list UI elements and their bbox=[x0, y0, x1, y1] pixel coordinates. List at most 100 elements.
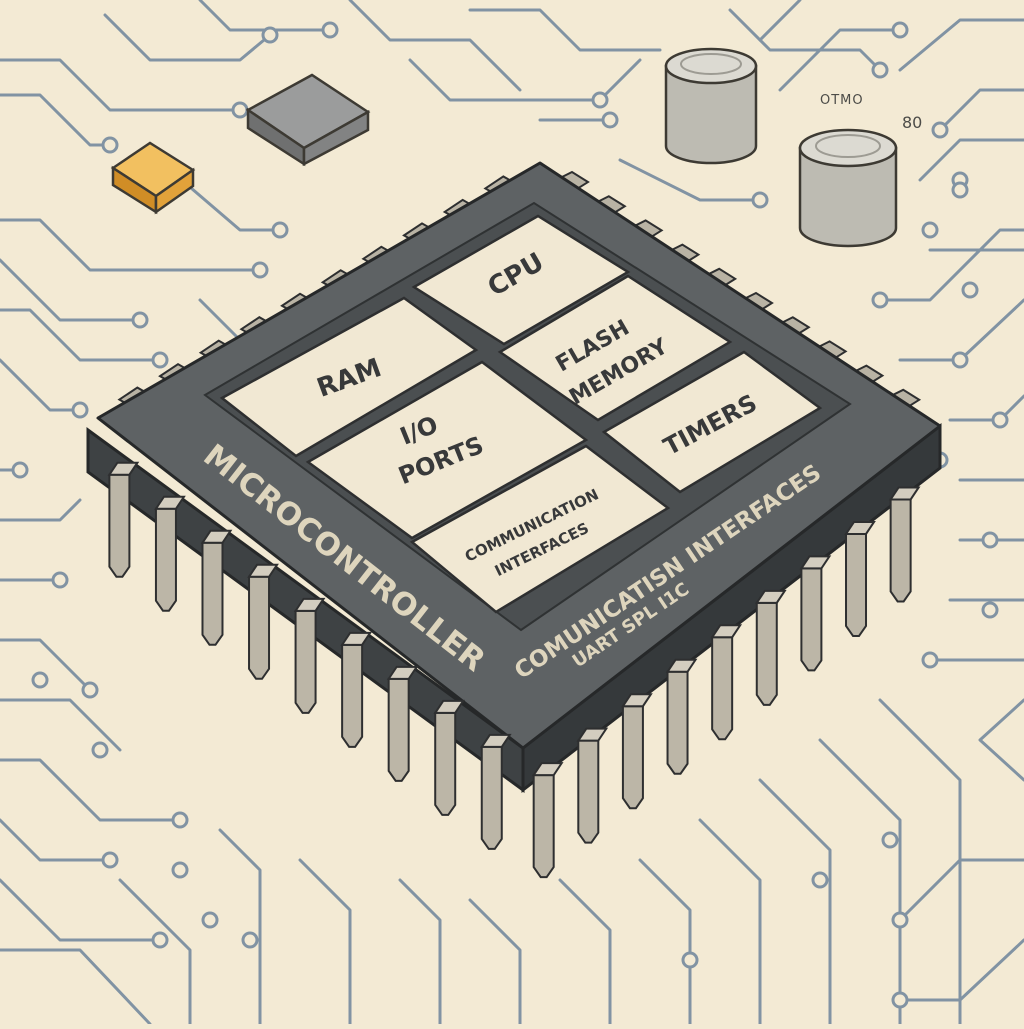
chip-pin bbox=[665, 658, 698, 775]
pcb-trace bbox=[758, 778, 832, 1026]
chip-pin-shoulder bbox=[386, 665, 419, 680]
chip-pin-leg bbox=[800, 567, 823, 672]
pcb-pad bbox=[951, 351, 969, 369]
pcb-trace bbox=[898, 858, 1024, 922]
pcb-pad bbox=[871, 61, 889, 79]
chip-pin bbox=[479, 733, 512, 850]
chip-pin-shoulder bbox=[293, 597, 326, 612]
chip-pin-leg bbox=[480, 745, 503, 850]
pcb-pad bbox=[241, 931, 259, 949]
chip-pin bbox=[621, 693, 653, 810]
pcb-trace bbox=[978, 698, 1024, 782]
pcb-trace bbox=[408, 58, 642, 102]
pcb-trace bbox=[0, 218, 262, 272]
chip-pin bbox=[340, 631, 372, 748]
chip-pin-shoulder bbox=[576, 727, 609, 742]
pcb-trace bbox=[938, 88, 1024, 132]
chip-pin bbox=[293, 597, 326, 714]
pcb-pad bbox=[51, 571, 69, 589]
pcb-pad bbox=[201, 911, 219, 929]
pcb-trace bbox=[898, 938, 1024, 1002]
chip-pin-shoulder bbox=[665, 658, 698, 673]
pcb-trace bbox=[778, 28, 902, 92]
pcb-trace bbox=[878, 698, 962, 1026]
pcb-pad bbox=[171, 861, 189, 879]
pcb-pads bbox=[11, 21, 1009, 1009]
block-io-ports: I/O PORTS bbox=[305, 360, 589, 540]
pcb-pad bbox=[891, 991, 909, 1009]
pcb-pad bbox=[891, 911, 909, 929]
pcb-trace bbox=[0, 758, 182, 822]
chip-pin-shoulder bbox=[888, 486, 921, 501]
pcb-trace bbox=[0, 638, 92, 692]
block-flash-memory: FLASH MEMORY bbox=[497, 274, 733, 422]
block-timers: TIMERS bbox=[601, 350, 823, 494]
pcb-trace bbox=[468, 898, 522, 1026]
chip-pin-shoulder bbox=[844, 520, 876, 535]
block-ram: RAM bbox=[219, 296, 479, 458]
pcb-trace bbox=[0, 258, 142, 322]
pcb-trace bbox=[728, 8, 882, 72]
pcb-trace bbox=[638, 858, 692, 1026]
chip-pin-leg bbox=[621, 705, 644, 810]
chip-pin bbox=[888, 486, 921, 603]
chip-pin bbox=[433, 699, 466, 816]
pcb-pad bbox=[91, 741, 109, 759]
chip-pin-shoulder bbox=[479, 733, 512, 748]
pcb-pad bbox=[321, 21, 339, 39]
pcb-trace bbox=[118, 878, 192, 1026]
pcb-trace bbox=[0, 498, 82, 522]
capacitor-icon bbox=[798, 128, 898, 248]
chip-pin bbox=[576, 727, 609, 844]
pcb-pad bbox=[891, 21, 909, 39]
board-silkscreen-mark-a: OTMO bbox=[820, 93, 864, 108]
chip-pin bbox=[200, 529, 233, 646]
pcb-trace bbox=[918, 138, 1024, 182]
pcb-trace bbox=[698, 818, 762, 1026]
pcb-trace bbox=[758, 0, 802, 42]
pcb-trace bbox=[898, 18, 1024, 72]
pcb-pad bbox=[601, 111, 619, 129]
pcb-pad bbox=[251, 261, 269, 279]
pcb-pad bbox=[71, 401, 89, 419]
chip-pin-shoulder bbox=[107, 461, 140, 476]
pcb-pad bbox=[751, 191, 769, 209]
pcb-pad bbox=[921, 221, 939, 239]
chip-pin-leg bbox=[532, 774, 555, 879]
chip-pin-leg bbox=[248, 575, 271, 680]
chip-pin-shoulder bbox=[799, 555, 832, 570]
chip-pin-shoulder bbox=[531, 762, 564, 777]
chip-pin-leg bbox=[889, 498, 912, 603]
pcb-pad bbox=[951, 181, 969, 199]
chip-pin bbox=[799, 555, 832, 672]
block-cpu: CPU bbox=[411, 214, 631, 346]
pcb-trace bbox=[0, 358, 82, 412]
pcb-trace bbox=[468, 8, 662, 52]
smd-component-orange bbox=[110, 141, 196, 215]
pcb-trace bbox=[168, 168, 282, 232]
pcb-pad bbox=[101, 136, 119, 154]
pcb-trace bbox=[298, 858, 352, 1026]
chip-pin bbox=[754, 589, 787, 706]
pcb-trace bbox=[348, 0, 522, 92]
pcb-pad bbox=[101, 851, 119, 869]
pcb-pad bbox=[151, 351, 169, 369]
pcb-pad bbox=[81, 681, 99, 699]
chip-pin-shoulder bbox=[710, 624, 743, 639]
pcb-trace bbox=[398, 878, 442, 1026]
pcb-pad bbox=[231, 101, 249, 119]
chip-pin-leg bbox=[577, 739, 600, 844]
chip-pin-leg bbox=[711, 636, 734, 741]
pcb-pad bbox=[11, 461, 29, 479]
chip-pin-shoulder bbox=[433, 699, 466, 714]
chip-pin-leg bbox=[387, 677, 410, 782]
chip-pin-leg bbox=[755, 601, 778, 706]
chip-pin-shoulder bbox=[340, 631, 372, 646]
pcb-pad bbox=[131, 311, 149, 329]
chip-pin-leg bbox=[294, 609, 317, 714]
chip-pin bbox=[107, 461, 140, 578]
chip-front-pins bbox=[107, 461, 921, 879]
pcb-pad bbox=[151, 931, 169, 949]
pcb-trace bbox=[0, 948, 152, 1026]
